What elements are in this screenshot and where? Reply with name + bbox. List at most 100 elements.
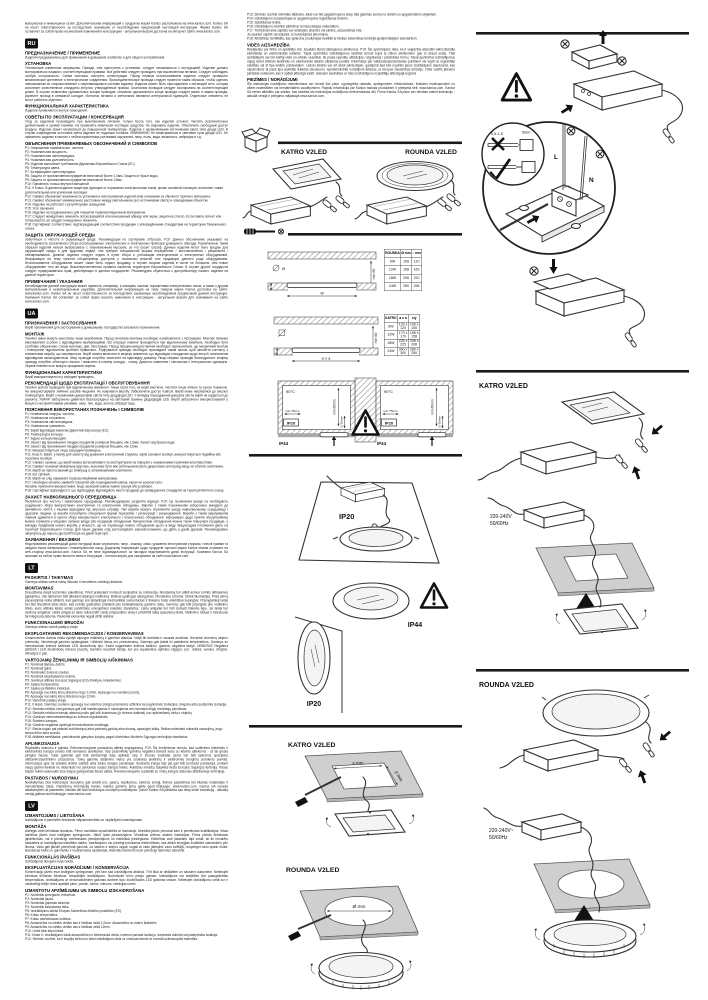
katro-cutout-diagram: x mm y mm <box>295 750 424 837</box>
screw-icon <box>617 56 627 66</box>
body-paragraph: Технiчнi роботи проводити при вiдключено… <box>25 386 228 406</box>
middle-top-text: P13: Simbols nozīmē minimālo attālumu, k… <box>247 13 455 123</box>
legend-item: P4: Номинальная долговечность. <box>25 158 75 163</box>
legend-item: P10: Lietot tikai telpu iekšā. <box>25 929 64 934</box>
ip20-badge: IP20 <box>287 420 296 425</box>
section-heading: MONTAVIMAS <box>25 585 54 591</box>
min75mm-label: min 75mm <box>285 409 300 413</box>
middle-diagram-column: KATRO V2LED ROUNDA V2LED <box>241 127 462 990</box>
body-paragraph: Rūpinkitės švarumu ir aplinka. Rekomendu… <box>25 746 228 774</box>
section-divider <box>249 725 462 728</box>
section-heading: VIDES AIZSARDZĪBA <box>247 42 290 48</box>
package-icon <box>241 127 271 153</box>
body-paragraph: Nesilaikymas šios instrukcijos nurodymų … <box>25 780 228 797</box>
section-heading: ЗАУВАЖЕННЯ / ВКАЗІВКИ <box>25 536 81 542</box>
body-paragraph: Aizliegts veikt tehniskas izmaiņas. Pirm… <box>25 829 228 853</box>
body-paragraph: Gaminys skirtas vartoti patalpų viduje. <box>25 625 79 630</box>
katro-connect-scene <box>477 391 666 481</box>
legend-item: P1: Номiнальна напруга, частота. <box>25 412 75 417</box>
cut-diameter-label: Ø <box>320 290 323 295</box>
body-paragraph: Технiчнi змiни можуть вноситись лише вир… <box>25 336 228 369</box>
rounda-cutout-title: ROUNDA V2LED <box>286 867 339 874</box>
legend-item: P4: Nomināls kalpošanas laiks. <box>25 905 70 909</box>
section-heading: EKSPLOATAVIMO REKOMENDACIJOS / KONSERVAV… <box>25 630 144 636</box>
legend-item: P15: Угол свечения. <box>25 206 55 211</box>
gap-label: 3÷30mm <box>340 416 344 428</box>
rounda-product-title: ROUNDA V2LED <box>405 149 457 156</box>
section-heading: FUNKCIONĀLĀS ĪPAŠĪBAS <box>25 854 81 860</box>
legend-item: P7: Коэффициент цветопередачи. <box>25 170 76 175</box>
wire-strip-inset: 0,5-1,5 5mm <box>481 122 545 186</box>
legend-item: P9: Захист вiд проникнення твердих предм… <box>25 444 139 449</box>
body-paragraph: Вирiб використовується у серединi примiщ… <box>25 375 95 379</box>
legend-item: P8: Apsauga nuo kietų kūnų didesnių negu… <box>25 691 141 695</box>
cut-size-label: a x a <box>322 355 331 360</box>
section-heading: ФУНКЦІОНАЛЬНІ ХАРАКТЕРИСТИКИ <box>25 369 103 375</box>
legend-item: P16: Gaminio negalima apdengti termoizol… <box>25 723 110 727</box>
legend-item: P7: Індекс кольоропередачi. <box>25 436 67 441</box>
warning-triangle-icon <box>500 72 533 102</box>
legend-item: P5: Вирiб вiдповiдає вимогам Директив Єв… <box>25 428 110 433</box>
ip44-label: IP44 <box>408 622 423 629</box>
ip44-label: IP44 <box>377 441 387 446</box>
section-heading: MONTĀŽA <box>25 823 47 829</box>
legend-item: P6: Krāsu temperatūra. <box>25 913 59 917</box>
section-heading: IZMANTOJUMS / LIETOŠANA <box>25 813 85 819</box>
legend-item: P12: Символ означає, що вирiб можна вста… <box>25 461 213 465</box>
legend-item: P17: Tūlīt jānomaina saplīsis vai noliet… <box>247 29 363 33</box>
legend-item: P12: Символ обозначает возможность устан… <box>25 194 211 199</box>
clearance-diagram: 90°C min 60mm min 75mm 3÷30mm IP20 IP44 … <box>277 377 454 446</box>
screw-icon <box>595 149 605 159</box>
legend-item: P14: Gaminys nebendradarbiauja su švieso… <box>25 715 109 719</box>
screwdriver-icon <box>244 228 285 235</box>
right-diagram-column: L N 0,5-1,5 5mm <box>476 30 689 958</box>
symbol-legend: P13: Simbols nozīmē minimālo attālumu, k… <box>247 13 455 41</box>
legend-item: P18: Сертифiкат вiдповiдностi, що пiдтве… <box>25 489 225 493</box>
katro-product-title: KATRO V2LED <box>281 149 327 156</box>
rounda-product-illustration <box>354 160 462 225</box>
legend-item: P10: Применять только внутри помещений. <box>25 182 90 187</box>
legend-item: P16: Izstrādājumu nedrīkst pārklāt ar te… <box>247 25 340 29</box>
legend-item: P5: Gaminys atitinka Europos Sąjungos (E… <box>25 679 122 683</box>
section-heading: APLINKOSAUGA <box>25 740 60 746</box>
legend-item: P3: Номинальная светопередача. <box>25 154 76 158</box>
strip-length-label: 5mm <box>522 131 530 135</box>
legend-item: P3: Nominalus šviesos srautas. <box>25 670 70 675</box>
legend-item: P6: Температура цвета. <box>25 166 61 171</box>
legend-item: P1: Nomināls spriegums, frekvence. <box>25 893 77 897</box>
legend-item: P9: Apsauga nuo kietų kūnų didesnių negu… <box>25 695 97 699</box>
section-heading: СОВЕТЫ ПО ЭКСПЛУАТАЦИИ / КОНСЕРВАЦИЯ <box>25 114 124 120</box>
legend-item: P7: Spalvų perteikimo indeksas. <box>25 687 71 691</box>
language-badge-lv: LV <box>25 801 38 812</box>
neutral-terminal-label: N <box>589 177 594 184</box>
section-heading: ЗАХИСТ НАВКОЛИШНЬОГО СЕРЕДОВИЩА <box>25 494 117 500</box>
body-paragraph: Šīs instrukcijas norādījumu neievērošana… <box>247 82 455 98</box>
legend-item: P13: Символ обозначает минимальное расст… <box>25 198 209 203</box>
min75mm-label: min 75mm <box>383 409 398 413</box>
ip44-label: IP44 <box>279 441 289 446</box>
legend-item: P11: II Класс. В данном изделии защитную… <box>25 186 224 195</box>
body-paragraph: Вирiб призначений для застосування у дом… <box>25 326 161 330</box>
gap-label: 3÷30mm <box>438 416 442 428</box>
rounda-cross-section: min 60 Ø Ø <box>267 251 377 298</box>
frequency-label: 50/60Hz <box>490 521 509 527</box>
legend-item: P2: Nominali galia. <box>25 666 52 671</box>
legend-item: P14: Изделие не работает с регуляторами … <box>25 202 107 207</box>
driver-close-cover-scene <box>529 259 645 349</box>
ip20-label: IP20 <box>307 701 322 708</box>
legend-item: P14: Вирiб не пристосований до спiвпрацi… <box>25 469 133 473</box>
legend-item: Ja spuldze saplīst vai ieplaisā, to neka… <box>247 33 329 37</box>
symbol-legend: P1: Номiнальна напруга, частота.P2: Номi… <box>25 413 228 494</box>
legend-item: P12: Simbols nozīmē, ka ir iespēja ierīk… <box>25 937 198 942</box>
y-dim-label: y mm <box>394 770 404 782</box>
body-paragraph: Konservāciju jāveic esot izslēgtam sprie… <box>25 870 228 887</box>
body-paragraph: Izstrādājums ir paredzēts lietošanai māj… <box>25 818 144 823</box>
legend-item: P18: Сертификат соответствия, подтвержда… <box>25 223 227 231</box>
